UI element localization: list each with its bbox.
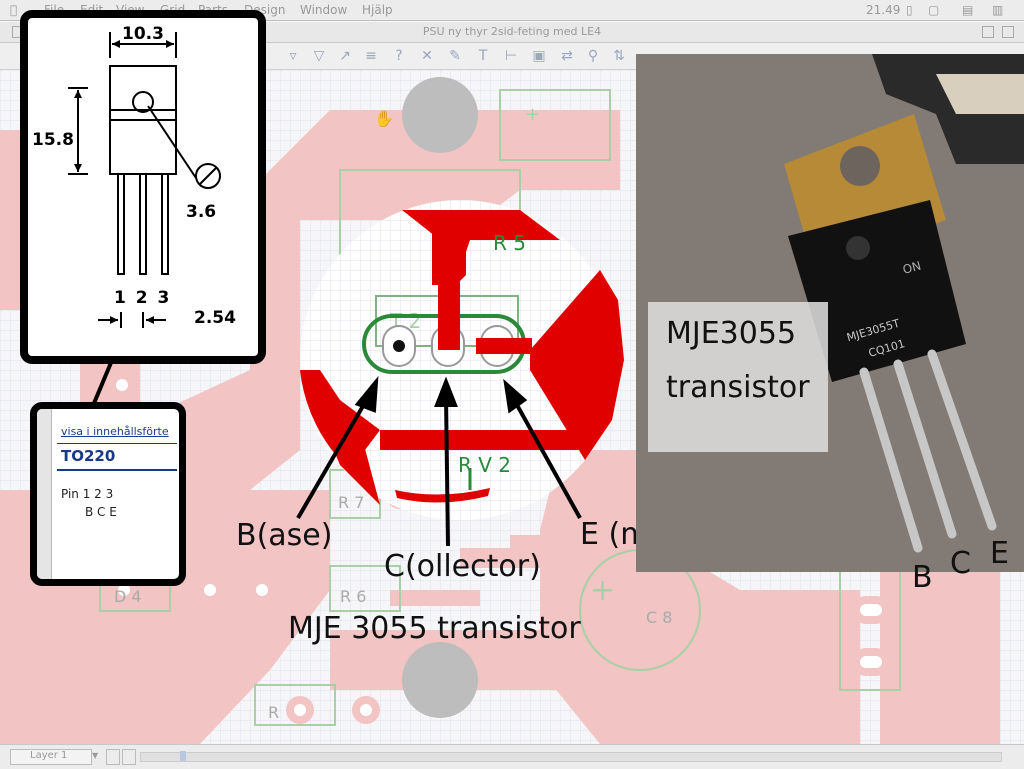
package-title: TO220 [61,447,116,465]
script-icon[interactable]: ▤ [962,3,974,17]
pin-numbers: 1 2 3 [114,288,172,308]
delete-tool-icon[interactable]: ✕ [421,48,433,64]
zoom-lens: R 5 R V 2 T 2 [300,200,624,520]
pin-letters: B C E [85,505,117,519]
scroll-left-icon[interactable] [106,749,120,765]
photo-pin-c: C [950,546,971,581]
mounting-hole [402,77,478,153]
annotation-caption: MJE 3055 transistor [288,611,581,646]
measure-tool-icon[interactable]: ⊢ [504,48,518,64]
silk-label-c8: C 8 [646,608,672,627]
silk-label-r: R [268,703,279,722]
layer-select[interactable] [10,749,92,765]
battery-icon[interactable]: ▯ [906,3,913,17]
chip-logo: ON [901,259,922,277]
scrollbar-thumb[interactable] [180,751,186,761]
info-sidebar [37,409,52,579]
photo-pin-e: E [990,536,1009,571]
dim-hole: 3.6 [186,202,217,222]
apple-menu-icon[interactable]:  [10,3,17,17]
layer-label: Layer 1 [30,750,68,761]
pin-tool-icon[interactable]: ⚲ [587,48,599,64]
clock: 21.49 [866,3,901,17]
chevron-down-icon[interactable]: ▼ [92,751,99,760]
pin-line: Pin 1 2 3 [61,487,114,501]
plus-marker: + [525,104,540,125]
text-tool-icon[interactable]: T [478,48,488,64]
photo-pin-b: B [912,560,933,595]
annotation-base: B(ase) [236,518,333,553]
finder-icon[interactable]: ▢ [928,3,940,17]
silk-label-rv2: R V 2 [458,453,511,477]
menu-window[interactable]: Window [300,3,348,17]
help-tool-icon[interactable]: ? [395,48,403,64]
window-title: PSU ny thyr 2sid-feting med LE4 [422,25,602,38]
plus-marker: + [590,573,615,608]
silk-label-r7: R 7 [338,493,364,512]
show-in-contents-link[interactable]: visa i innehållsförte [61,425,169,438]
silk-label-r6: R 6 [340,587,366,606]
route-tool-icon[interactable]: ▿ [289,48,297,64]
photo-label-box: MJE3055 transistor [648,302,828,452]
to220-datasheet-drawing: 10.3 15.8 3.6 1 2 3 2.54 [20,10,266,364]
collapse-box-icon[interactable] [1002,26,1014,38]
menu-help[interactable]: Hjälp [362,3,393,17]
select-tool-icon[interactable]: ▣ [532,48,546,64]
unroute-tool-icon[interactable]: ▽ [313,48,325,64]
horizontal-scrollbar[interactable] [140,752,1002,762]
package-info-box: visa i innehållsförte TO220 Pin 1 2 3 B … [30,402,186,586]
hand-cursor-icon: ✋ [374,109,394,128]
silk-label-r5: R 5 [493,231,526,255]
annotation-collector: C(ollector) [384,549,541,584]
status-bar: Layer 1 ▼ [0,744,1024,769]
photo-label-type: transistor [666,370,810,405]
flip-tool-icon[interactable]: ⇅ [613,48,625,64]
mounting-hole [402,642,478,718]
zoom-box-icon[interactable] [982,26,994,38]
bus-tool-icon[interactable]: ≡ [365,48,377,64]
pencil-tool-icon[interactable]: ✎ [449,48,461,64]
mirror-tool-icon[interactable]: ⇄ [561,48,573,64]
scroll-right-icon[interactable] [122,749,136,765]
dim-height: 15.8 [32,130,74,150]
dim-pitch: 2.54 [194,308,236,328]
app-switcher-icon[interactable]: ▥ [992,3,1004,17]
photo-label-part: MJE3055 [666,316,797,351]
silk-label-d4: D 4 [114,587,142,606]
dim-width: 10.3 [122,24,164,44]
draw-tool-icon[interactable]: ↗ [339,48,351,64]
